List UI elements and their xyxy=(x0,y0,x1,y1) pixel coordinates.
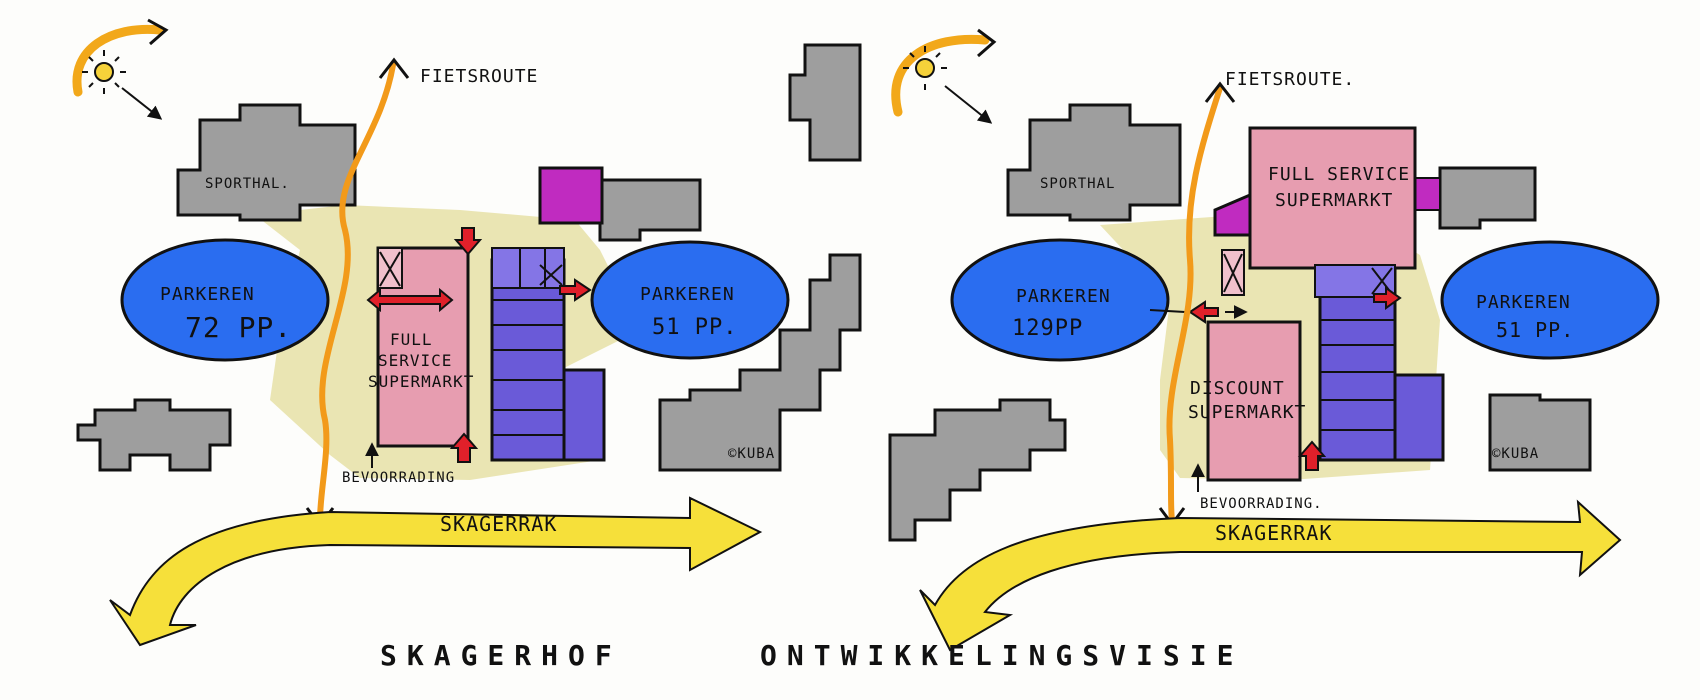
fietsroute-label: FIETSROUTE xyxy=(420,66,538,87)
entrance-arrows-right-icon xyxy=(1149,286,1402,471)
full-service-supermarket-icon xyxy=(376,246,470,448)
supermarket-label-line2: SERVICE xyxy=(378,351,452,370)
building-east-l-icon xyxy=(658,253,862,472)
parking-west-icon xyxy=(120,238,330,362)
parking-west-right-icon xyxy=(950,238,1170,362)
sun-icon xyxy=(72,18,169,120)
building-southeast-right-icon xyxy=(1488,393,1592,472)
entrance-arrows-icon xyxy=(366,227,592,463)
title-right: ONTWIKKELINGSVISIE xyxy=(760,639,1243,672)
sporthal-label: SPORTHAL. xyxy=(205,176,290,192)
parking-east-count: 51 PP. xyxy=(652,315,737,340)
sporthal-label-right: SPORTHAL xyxy=(1040,176,1115,192)
right-plan: SPORTHAL ©KUBA FULL SERVICE SUPERMARKT xyxy=(788,28,1660,652)
building-north-icon xyxy=(788,43,862,162)
parking-east-right-icon xyxy=(1440,240,1660,360)
building-northeast-right-icon xyxy=(1438,166,1537,230)
left-plan: SPORTHAL. ©KUBA FULL SERV xyxy=(72,18,862,647)
skagerrak-road-icon xyxy=(109,496,763,647)
parking-east-right-count: 51 PP. xyxy=(1496,318,1574,342)
fietsroute-path-right-icon xyxy=(1166,85,1223,523)
fietsroute-label-right: FIETSROUTE. xyxy=(1225,69,1355,90)
title-left: SKAGERHOF xyxy=(380,639,622,672)
housing-block-right-icon xyxy=(1314,264,1445,462)
full-service-label-line2: SUPERMARKT xyxy=(1275,190,1393,211)
discount-label-line1: DISCOUNT xyxy=(1190,378,1285,399)
road-label-right: SKAGERRAK xyxy=(1215,521,1332,545)
building-northeast-icon xyxy=(598,178,702,242)
building-southwest-icon xyxy=(76,398,232,472)
bevoorrading-label: BEVOORRADING xyxy=(342,470,455,486)
parking-east-name: PARKEREN xyxy=(640,284,735,305)
parking-west-count: 72 PP. xyxy=(185,311,292,344)
parking-east-right-name: PARKEREN xyxy=(1476,292,1571,313)
full-service-supermarket-right-icon xyxy=(1248,126,1417,270)
parking-west-name: PARKEREN xyxy=(160,284,255,305)
supermarket-label-line3: SUPERMARKT xyxy=(368,372,474,391)
discount-supermarket-icon xyxy=(1206,320,1302,482)
bevoorrading-label-right: BEVOORRADING. xyxy=(1200,496,1323,512)
sporthal-building-right-icon xyxy=(1006,103,1182,222)
discount-label-line2: SUPERMARKT xyxy=(1188,402,1306,423)
skagerrak-road-right-icon xyxy=(919,499,1622,652)
sporthal-building-icon xyxy=(176,103,357,222)
sun-icon-right xyxy=(891,28,997,124)
magenta-building-icon xyxy=(538,166,604,225)
full-service-label-line1: FULL SERVICE xyxy=(1268,164,1410,185)
building-west-right-icon xyxy=(888,398,1067,542)
parking-east-icon xyxy=(590,240,790,360)
road-label: SKAGERRAK xyxy=(440,512,557,536)
credit-label: ©KUBA xyxy=(728,446,775,462)
parking-west-right-count: 129PP xyxy=(1012,316,1083,341)
fietsroute-path-icon xyxy=(317,62,396,523)
housing-block-icon xyxy=(490,247,606,462)
parking-west-right-name: PARKEREN xyxy=(1016,286,1111,307)
supermarket-label-line1: FULL xyxy=(390,330,433,349)
credit-label-right: ©KUBA xyxy=(1492,446,1539,462)
